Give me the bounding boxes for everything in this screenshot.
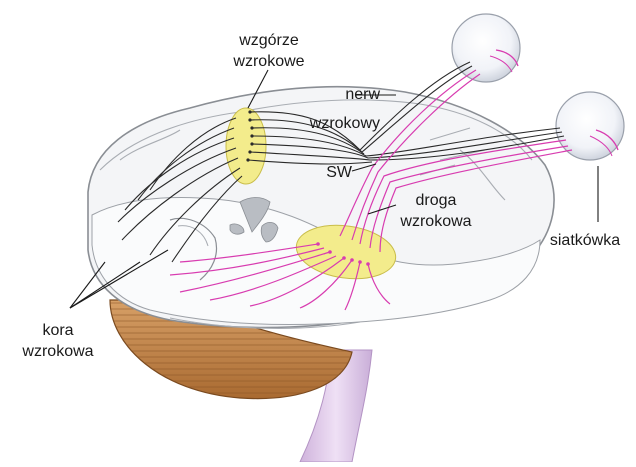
- label-visual-cortex-line2: wzrokowa: [0, 341, 116, 362]
- label-optic-tract-line2: wzrokowa: [386, 211, 486, 232]
- label-optic-nerve-line2: wzrokowy: [280, 113, 380, 134]
- label-chiasm-text: SW: [292, 162, 352, 183]
- label-thalamus-line1: wzgórze: [214, 30, 324, 51]
- label-optic-tract-line1: droga: [386, 190, 486, 211]
- label-optic-tract: droga wzrokowa: [386, 190, 486, 232]
- label-chiasm: SW: [292, 162, 352, 183]
- label-optic-nerve: nerw wzrokowy: [280, 84, 380, 134]
- label-thalamus: wzgórze wzrokowe: [214, 30, 324, 72]
- label-visual-cortex-line1: kora: [0, 320, 116, 341]
- label-visual-cortex: kora wzrokowa: [0, 320, 116, 362]
- cortex-leader-3: [70, 262, 105, 308]
- eye-lower: [556, 92, 624, 160]
- label-optic-nerve-line1: nerw: [280, 84, 380, 105]
- label-thalamus-line2: wzrokowe: [214, 51, 324, 72]
- label-retina-text: siatkówka: [536, 230, 634, 251]
- label-retina: siatkówka: [536, 230, 634, 251]
